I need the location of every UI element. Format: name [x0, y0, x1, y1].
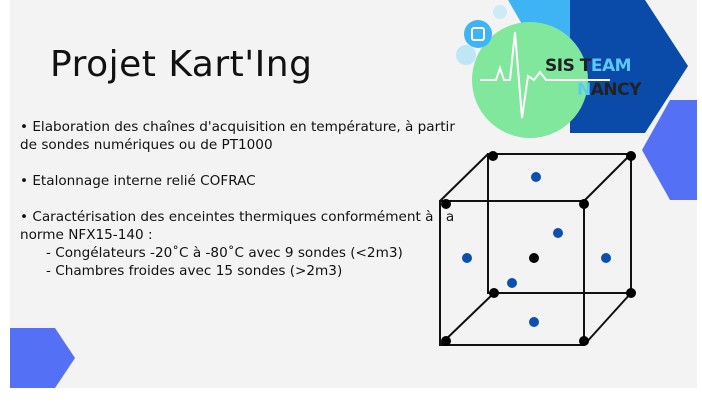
dark-blue-hexagon [570, 0, 688, 133]
bubble [493, 5, 507, 19]
bullet: • Caractérisation des enceintes thermiqu… [20, 209, 455, 243]
logo-line1: SIS TEAM [545, 56, 632, 76]
face-probes [462, 172, 611, 327]
logo-line2: NANCY [577, 80, 641, 100]
slide-title: Projet Kart'Ing [50, 44, 313, 85]
chip-icon [464, 20, 492, 48]
logo-text: EAM [590, 56, 632, 76]
logo-text: SIS T [545, 56, 591, 76]
corner-probes [441, 151, 636, 346]
sub-item: - Congélateurs -20˚C à -80˚C avec 9 sond… [46, 245, 403, 261]
probe-cube [439, 153, 632, 346]
green-circle [472, 22, 588, 138]
bullet: • Elaboration des chaînes d'acquisition … [20, 119, 455, 153]
slide-body: • Elaboration des chaînes d'acquisition … [20, 118, 460, 280]
periwinkle-hexagon-right [642, 100, 697, 200]
decor-graphics [10, 0, 697, 388]
heartbeat-line [480, 31, 610, 119]
bubble [456, 45, 476, 65]
periwinkle-hexagon-bottom [10, 328, 75, 388]
sub-item: - Chambres froides avec 15 sondes (>2m3) [46, 263, 343, 279]
logo-text: N [577, 80, 591, 100]
bullet: • Etalonnage interne relié COFRAC [20, 173, 256, 189]
logo-text: ANCY [590, 80, 642, 100]
slide: SIS TEAM NANCY Projet Kart'Ing • Elabora… [10, 0, 697, 388]
